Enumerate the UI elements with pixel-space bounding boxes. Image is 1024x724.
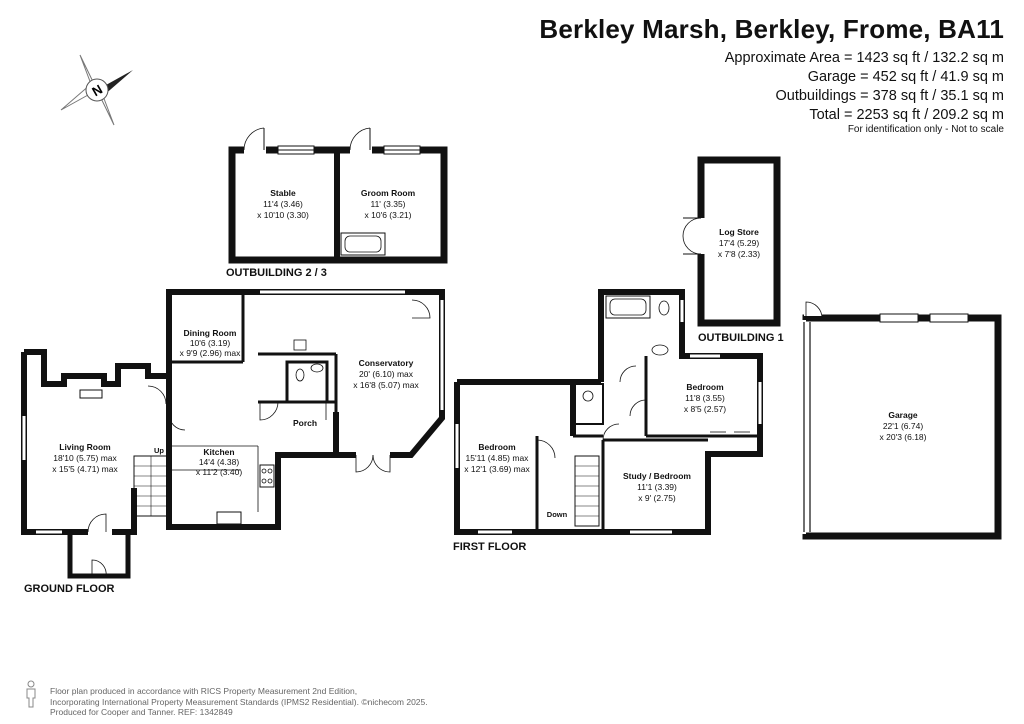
- kitchen-name: Kitchen: [203, 447, 234, 457]
- stable-dim-2: x 10'10 (3.30): [257, 210, 309, 220]
- outbuilding-2-3-plan: [228, 127, 448, 264]
- bedroom-2-dim-1: 11'8 (3.55): [685, 393, 725, 403]
- dining-room-name: Dining Room: [184, 328, 237, 338]
- study-bedroom-dim-2: x 9' (2.75): [638, 493, 676, 503]
- conservatory-dim-2: x 16'8 (5.07) max: [353, 380, 419, 390]
- bedroom-1-dim-1: 15'11 (4.85) max: [466, 453, 530, 463]
- kitchen-dim-1: 14'4 (4.38): [199, 457, 240, 467]
- groom-room-name: Groom Room: [361, 188, 416, 198]
- footer-text: Floor plan produced in accordance with R…: [50, 686, 428, 718]
- stable-name: Stable: [270, 188, 296, 198]
- footer-line-1: Floor plan produced in accordance with R…: [50, 686, 358, 696]
- study-bedroom-dim-1: 11'1 (3.39): [637, 482, 677, 492]
- garage-name: Garage: [888, 410, 918, 420]
- log-store-dim-1: 17'4 (5.29): [719, 238, 760, 248]
- bedroom-2-dim-2: x 8'5 (2.57): [684, 404, 726, 414]
- stairs-up-label: Up: [154, 446, 164, 455]
- area-summary: Approximate Area = 1423 sq ft / 132.2 sq…: [725, 49, 1004, 125]
- area-garage: Garage = 452 sq ft / 41.9 sq m: [807, 69, 1004, 85]
- area-approximate: Approximate Area = 1423 sq ft / 132.2 sq…: [724, 50, 1004, 66]
- groom-room-dim-1: 11' (3.35): [370, 199, 405, 209]
- floor-label-first: FIRST FLOOR: [453, 541, 526, 553]
- floor-label-outbuilding-1: OUTBUILDING 1: [698, 332, 784, 344]
- ground-floor-plan: [21, 289, 445, 579]
- log-store-name: Log Store: [719, 227, 759, 237]
- groom-room-dim-2: x 10'6 (3.21): [365, 210, 412, 220]
- conservatory-dim-1: 20' (6.10) max: [359, 369, 414, 379]
- outbuilding-1-plan: [682, 156, 781, 327]
- garage-dim-1: 22'1 (6.74): [883, 421, 924, 431]
- garage-plan: [802, 301, 1002, 540]
- person-scale-icon: [26, 680, 36, 708]
- living-room-dim-1: 18'10 (5.75) max: [53, 453, 117, 463]
- bedroom-2-name: Bedroom: [686, 382, 724, 392]
- floor-label-outbuilding-2-3: OUTBUILDING 2 / 3: [226, 267, 327, 279]
- footer-line-3: Produced for Cooper and Tanner. REF: 134…: [50, 707, 233, 717]
- bedroom-1-name: Bedroom: [478, 442, 516, 452]
- area-outbuildings: Outbuildings = 378 sq ft / 35.1 sq m: [775, 88, 1004, 104]
- stairs-down-label: Down: [547, 510, 568, 519]
- living-room-name: Living Room: [59, 442, 111, 452]
- page-title: Berkley Marsh, Berkley, Frome, BA11: [539, 14, 1004, 44]
- porch-name: Porch: [293, 418, 317, 428]
- area-total: Total = 2253 sq ft / 209.2 sq m: [809, 107, 1004, 123]
- first-floor-plan: [454, 289, 763, 535]
- footer-line-2: Incorporating International Property Mea…: [50, 696, 428, 707]
- study-bedroom-name: Study / Bedroom: [623, 471, 691, 481]
- kitchen-dim-2: x 11'2 (3.40): [196, 467, 243, 477]
- living-room-dim-2: x 15'5 (4.71) max: [52, 464, 118, 474]
- dining-room-dim-1: 10'6 (3.19): [190, 338, 231, 348]
- log-store-dim-2: x 7'8 (2.33): [718, 249, 760, 259]
- stable-dim-1: 11'4 (3.46): [263, 199, 303, 209]
- floor-label-ground: GROUND FLOOR: [24, 583, 114, 595]
- garage-dim-2: x 20'3 (6.18): [880, 432, 927, 442]
- bedroom-1-dim-2: x 12'1 (3.69) max: [464, 464, 530, 474]
- dining-room-dim-2: x 9'9 (2.96) max: [180, 348, 241, 358]
- conservatory-name: Conservatory: [359, 358, 414, 368]
- scale-note: For identification only - Not to scale: [847, 124, 1004, 135]
- compass-icon: N: [60, 54, 133, 126]
